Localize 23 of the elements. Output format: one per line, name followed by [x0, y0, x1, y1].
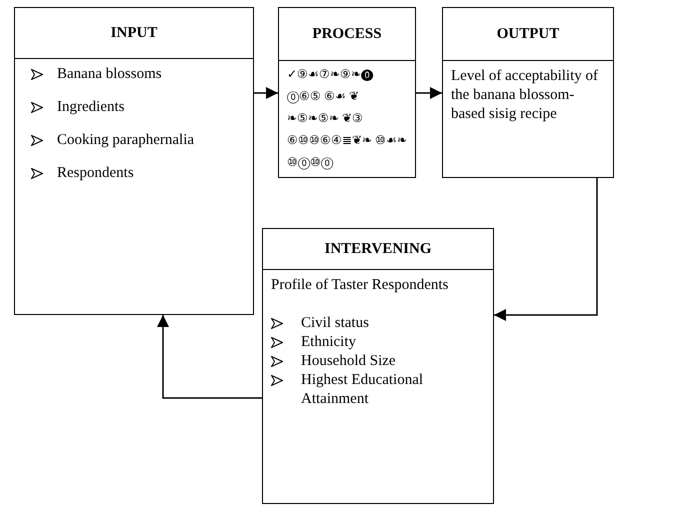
arrow [494, 178, 598, 321]
list-item: Civil status [301, 314, 369, 333]
box-heading: OUTPUT [496, 26, 560, 42]
arrow [416, 87, 442, 99]
process-box [262, 228, 494, 504]
process-box [442, 7, 614, 178]
list-item: Highest Educational Attainment [301, 371, 424, 409]
list-item: Banana blossoms [57, 65, 162, 84]
arrow [254, 87, 278, 99]
garbled-text: ✓⑨☙⑦❧⑨❧⓿ ⓪⑥⑤ ⑥☙ ❦ ❧⑤❧⑤❧ ❦③ ⑥⑩⑩⑥④≣❦❧ ⑩☙❧ ⑩⓪⑩⓪ [287, 66, 407, 171]
process-box [14, 7, 254, 315]
body-text: Level of acceptability of the banana blossom-based sisig recipe [451, 67, 600, 124]
box-heading: INPUT [110, 24, 158, 42]
box-heading: PROCESS [312, 26, 382, 42]
list-item: Household Size [301, 352, 396, 371]
list-item: Cooking paraphernalia [57, 131, 194, 150]
list-item: Ingredients [57, 98, 124, 117]
body-text: Profile of Taster Respondents [271, 276, 450, 295]
arrow [157, 315, 262, 399]
process-box [278, 7, 416, 178]
box-heading: INTERVENING [324, 240, 432, 258]
list-item: Ethnicity [301, 333, 356, 352]
list-item: Respondents [57, 164, 134, 183]
